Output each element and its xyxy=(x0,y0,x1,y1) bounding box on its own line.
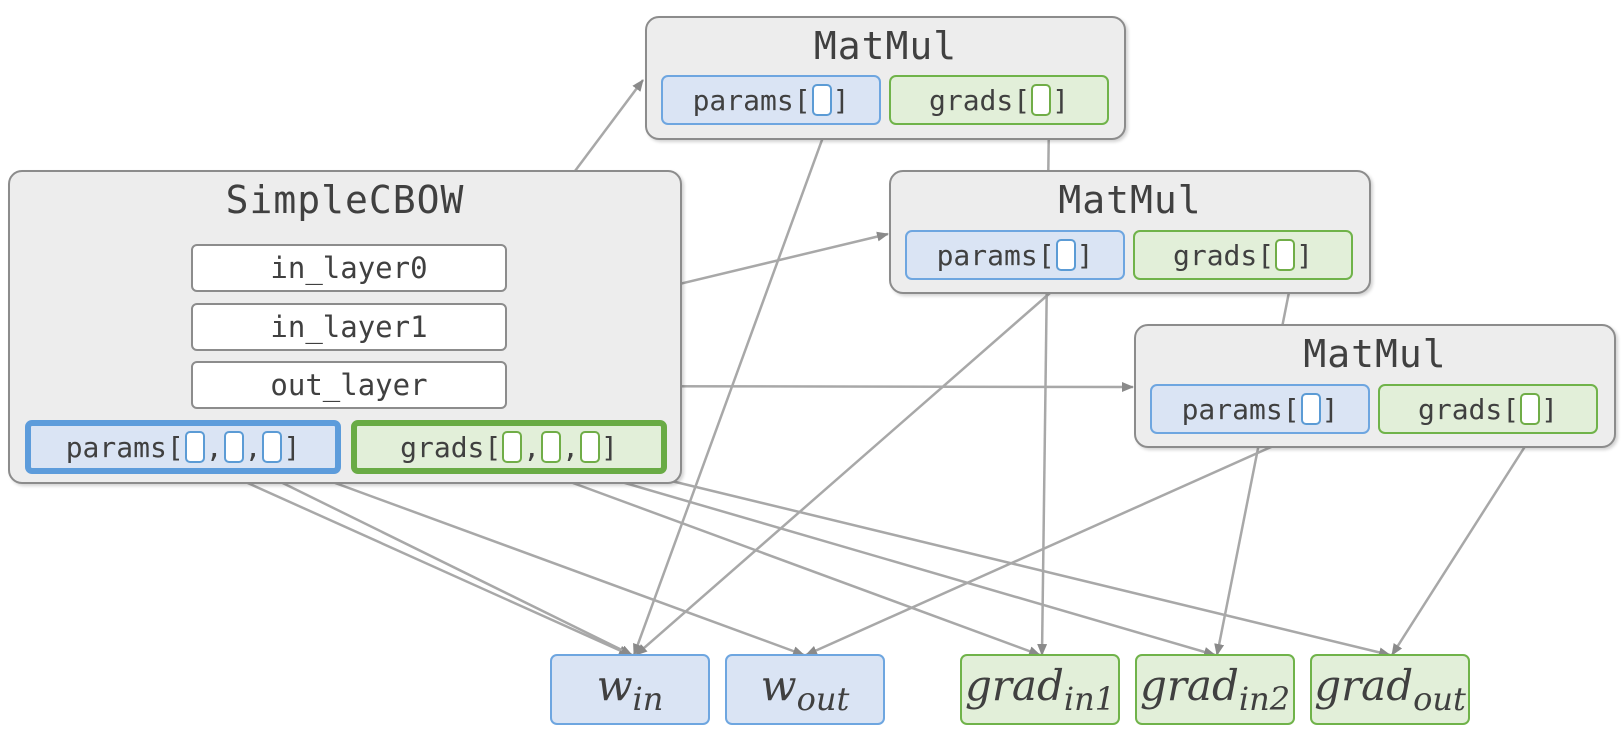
arrow-matmul0-params-to-w-in xyxy=(632,117,832,656)
in-layer0-box: in_layer0 xyxy=(191,244,507,292)
out-layer-box: out_layer xyxy=(191,361,507,409)
grads-label: grads xyxy=(1172,238,1258,272)
params-slot-2 xyxy=(262,431,283,463)
arrow-grads1-to-grad-in2 xyxy=(552,460,1216,657)
params-slot xyxy=(1055,239,1076,271)
arrow-grads2-to-grad-out xyxy=(592,460,1391,658)
matmul-grads: grads[] xyxy=(889,75,1109,125)
matmul-title: MatMul xyxy=(1303,332,1447,376)
comma: , xyxy=(205,430,223,464)
comma: , xyxy=(562,430,579,464)
close-bracket: ] xyxy=(832,83,850,117)
arrow-matmul2-params-to-w-out xyxy=(805,424,1319,657)
grad-out-box: gradout xyxy=(1310,654,1470,725)
grads-slot xyxy=(1520,393,1541,425)
grad-in1-label: gradin1 xyxy=(964,660,1116,719)
open-bracket: [ xyxy=(1013,83,1031,117)
arrow-matmul1-params-to-w-in xyxy=(635,271,1075,656)
matmul-params: params[] xyxy=(905,230,1125,280)
matmul-box-1: MatMul params[] grads[] xyxy=(889,170,1371,294)
matmul-box-0: MatMul params[] grads[] xyxy=(645,16,1126,140)
params-label: params xyxy=(1181,392,1283,426)
grads-label: grads xyxy=(400,430,485,464)
grad-in1-box: gradin1 xyxy=(960,654,1120,725)
arrow-params2-to-w-out xyxy=(277,460,805,657)
simplecbow-params: params[,,] xyxy=(25,420,341,474)
grad-in2-box: gradin2 xyxy=(1135,654,1295,725)
grads-slot xyxy=(1275,239,1296,271)
params-slot-0 xyxy=(184,431,205,463)
matmul-title: MatMul xyxy=(813,24,958,68)
matmul-box-2: MatMul params[] grads[] xyxy=(1134,324,1616,448)
matmul-params: params[] xyxy=(661,75,881,125)
close-bracket: ] xyxy=(283,430,301,464)
close-bracket: ] xyxy=(1296,238,1313,272)
simplecbow-title: SimpleCBOW xyxy=(225,178,465,222)
open-bracket: [ xyxy=(1282,392,1300,426)
in-layer1-box: in_layer1 xyxy=(191,303,507,351)
arrow-params0-to-w-in xyxy=(200,460,631,657)
grad-in2-label: gradin2 xyxy=(1139,660,1291,719)
close-bracket: ] xyxy=(1052,83,1069,117)
close-bracket: ] xyxy=(1541,392,1558,426)
matmul-grads: grads[] xyxy=(1133,230,1353,280)
grads-slot xyxy=(1031,84,1052,116)
open-bracket: [ xyxy=(1257,238,1275,272)
open-bracket: [ xyxy=(484,430,502,464)
grads-label: grads xyxy=(1417,392,1503,426)
simplecbow-box: SimpleCBOW in_layer0 in_layer1 out_layer… xyxy=(8,170,682,484)
params-slot xyxy=(811,84,832,116)
arrow-grads0-to-grad-in1 xyxy=(515,460,1041,657)
open-bracket: [ xyxy=(166,430,184,464)
w-out-label: wout xyxy=(760,660,850,719)
close-bracket: ] xyxy=(1076,238,1094,272)
matmul-title: MatMul xyxy=(1058,178,1202,222)
params-label: params xyxy=(692,83,794,117)
open-bracket: [ xyxy=(793,83,811,117)
comma: , xyxy=(523,430,541,464)
params-slot xyxy=(1300,393,1321,425)
close-bracket: ] xyxy=(1321,392,1339,426)
comma: , xyxy=(244,430,262,464)
simplecbow-grads: grads[,,] xyxy=(351,420,667,474)
close-bracket: ] xyxy=(601,430,618,464)
w-in-box: win xyxy=(550,654,710,725)
grads-label: grads xyxy=(928,83,1014,117)
open-bracket: [ xyxy=(1037,238,1055,272)
grads-slot-0 xyxy=(502,431,523,463)
w-out-box: wout xyxy=(725,654,885,725)
matmul-params: params[] xyxy=(1150,384,1370,434)
grads-slot-1 xyxy=(541,431,562,463)
params-label: params xyxy=(65,430,167,464)
matmul-grads: grads[] xyxy=(1378,384,1598,434)
w-in-label: win xyxy=(596,660,664,719)
arrow-params1-to-w-in xyxy=(239,460,633,657)
grad-out-label: gradout xyxy=(1314,660,1466,719)
grads-slot-2 xyxy=(580,431,600,463)
arrow-matmul2-grads-to-grad-out xyxy=(1390,425,1540,656)
open-bracket: [ xyxy=(1502,392,1520,426)
params-label: params xyxy=(936,238,1038,272)
params-slot-1 xyxy=(223,431,244,463)
